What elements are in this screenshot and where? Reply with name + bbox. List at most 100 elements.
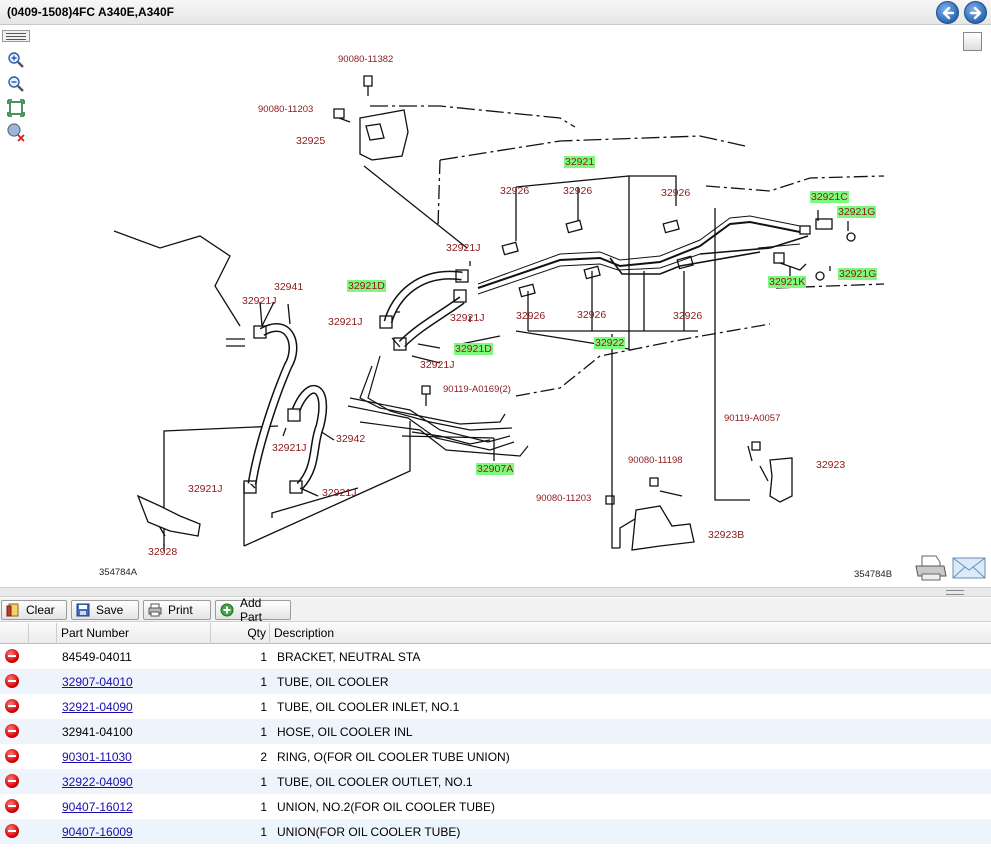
callout-32926[interactable]: 32926: [516, 310, 546, 322]
maximize-icon[interactable]: [963, 32, 982, 51]
callout-32921G[interactable]: 32921G: [837, 206, 877, 218]
clear-icon: [6, 603, 20, 617]
part-number: 84549-04011: [62, 650, 132, 664]
callout-32921K[interactable]: 32921K: [768, 276, 807, 288]
callout-32921J[interactable]: 32921J: [420, 359, 455, 371]
remove-icon[interactable]: [5, 649, 19, 663]
callout-90119-A0169[interactable]: 90119-A0169(2): [443, 384, 511, 395]
add-part-label: Add Part: [240, 596, 263, 624]
callout-32907A[interactable]: 32907A: [476, 463, 515, 475]
callout-32923B[interactable]: 32923B: [708, 529, 745, 541]
back-arrow-icon[interactable]: [936, 1, 959, 24]
add-icon: [220, 603, 234, 617]
callout-32926[interactable]: 32926: [673, 310, 703, 322]
callout-32942[interactable]: 32942: [336, 433, 366, 445]
callout-32926[interactable]: 32926: [500, 185, 530, 197]
save-icon: [76, 603, 90, 617]
remove-icon[interactable]: [5, 724, 19, 738]
callout-32921J[interactable]: 32921J: [450, 312, 485, 324]
part-qty: 1: [260, 650, 267, 664]
menu-icon[interactable]: [2, 30, 30, 42]
clear-button[interactable]: Clear: [1, 600, 67, 620]
callout-32921J[interactable]: 32921J: [446, 242, 481, 254]
illustration-code-left: 354784A: [99, 567, 138, 578]
callout-32921J[interactable]: 32921J: [188, 483, 223, 495]
illustration-code-right: 354784B: [854, 569, 893, 580]
callout-32926[interactable]: 32926: [661, 187, 691, 199]
part-description: TUBE, OIL COOLER INLET, NO.1: [277, 700, 460, 714]
callout-90080-11382[interactable]: 90080-11382: [338, 54, 394, 65]
part-number-link[interactable]: 90301-11030: [62, 750, 132, 764]
callout-90080-11203[interactable]: 90080-11203: [258, 104, 314, 115]
callout-32922[interactable]: 32922: [594, 337, 626, 349]
callout-32921J[interactable]: 32921J: [272, 442, 307, 454]
callout-32923[interactable]: 32923: [816, 459, 846, 471]
part-description: TUBE, OIL COOLER: [277, 675, 389, 689]
callout-32921D[interactable]: 32921D: [347, 280, 386, 292]
part-number-link[interactable]: 32922-04090: [62, 775, 133, 789]
callout-90119-A0057[interactable]: 90119-A0057: [724, 413, 781, 424]
remove-icon[interactable]: [5, 674, 19, 688]
callout-32921J[interactable]: 32921J: [322, 487, 357, 499]
remove-icon[interactable]: [5, 799, 19, 813]
callout-32928[interactable]: 32928: [148, 546, 178, 558]
zoom-in-icon[interactable]: [2, 48, 30, 72]
table-row: 90301-11030 2 RING, O(FOR OIL COOLER TUB…: [0, 744, 991, 769]
mail-icon[interactable]: [952, 556, 986, 580]
part-qty: 1: [260, 825, 267, 839]
part-description: RING, O(FOR OIL COOLER TUBE UNION): [277, 750, 510, 764]
table-row: 90407-16012 1 UNION, NO.2(FOR OIL COOLER…: [0, 794, 991, 819]
table-row: 32941-04100 1 HOSE, OIL COOLER INL: [0, 719, 991, 744]
remove-icon[interactable]: [5, 824, 19, 838]
part-number-link[interactable]: 90407-16012: [62, 800, 133, 814]
callout-32926[interactable]: 32926: [577, 309, 607, 321]
part-qty: 1: [260, 725, 267, 739]
callout-32921J[interactable]: 32921J: [242, 295, 277, 307]
parts-table: Part Number Qty Description 84549-04011 …: [0, 623, 991, 849]
remove-icon[interactable]: [5, 749, 19, 763]
column-header-part-number[interactable]: Part Number: [57, 623, 211, 644]
table-row: 32907-04010 1 TUBE, OIL COOLER: [0, 669, 991, 694]
reset-zoom-icon[interactable]: [2, 120, 30, 144]
clear-label: Clear: [26, 603, 55, 617]
callout-90080-11203[interactable]: 90080-11203: [536, 493, 592, 504]
part-description: UNION(FOR OIL COOLER TUBE): [277, 825, 461, 839]
printer-icon[interactable]: [914, 554, 948, 582]
part-number-link[interactable]: 90407-16009: [62, 825, 133, 839]
callout-32921C[interactable]: 32921C: [810, 191, 849, 203]
part-number: 32941-04100: [62, 725, 133, 739]
print-button[interactable]: Print: [143, 600, 211, 620]
column-header-qty[interactable]: Qty: [211, 623, 270, 644]
callout-32921J[interactable]: 32921J: [328, 316, 363, 328]
zoom-out-icon[interactable]: [2, 72, 30, 96]
callout-32926[interactable]: 32926: [563, 185, 593, 197]
part-description: TUBE, OIL COOLER OUTLET, NO.1: [277, 775, 473, 789]
column-header-description[interactable]: Description: [274, 626, 335, 640]
part-description: UNION, NO.2(FOR OIL COOLER TUBE): [277, 800, 496, 814]
forward-arrow-icon[interactable]: [964, 1, 987, 24]
callout-32925[interactable]: 32925: [296, 135, 326, 147]
part-qty: 1: [260, 700, 267, 714]
remove-icon[interactable]: [5, 774, 19, 788]
print-icon: [148, 603, 162, 617]
callout-32941[interactable]: 32941: [274, 281, 304, 293]
callout-32921G[interactable]: 32921G: [838, 268, 878, 280]
part-description: BRACKET, NEUTRAL STA: [277, 650, 421, 664]
callout-32921D[interactable]: 32921D: [454, 343, 493, 355]
callout-90080-11198[interactable]: 90080-11198: [628, 455, 683, 466]
parts-diagram: 90080-11382 90080-11203 32925 32921 3292…: [0, 26, 991, 587]
part-number-link[interactable]: 32921-04090: [62, 700, 133, 714]
callout-32921[interactable]: 32921: [564, 156, 596, 168]
add-part-button[interactable]: Add Part: [215, 596, 291, 624]
fit-icon[interactable]: [2, 96, 30, 120]
splitter-grip[interactable]: [946, 590, 964, 595]
save-button[interactable]: Save: [71, 600, 139, 620]
part-number-link[interactable]: 32907-04010: [62, 675, 133, 689]
remove-icon[interactable]: [5, 699, 19, 713]
column-header-remove: [0, 623, 29, 644]
panel-splitter[interactable]: [0, 587, 991, 597]
part-qty: 2: [260, 750, 267, 764]
column-header-blank: [29, 623, 57, 644]
parts-toolbar: Clear Save Print Add Part: [0, 596, 991, 624]
